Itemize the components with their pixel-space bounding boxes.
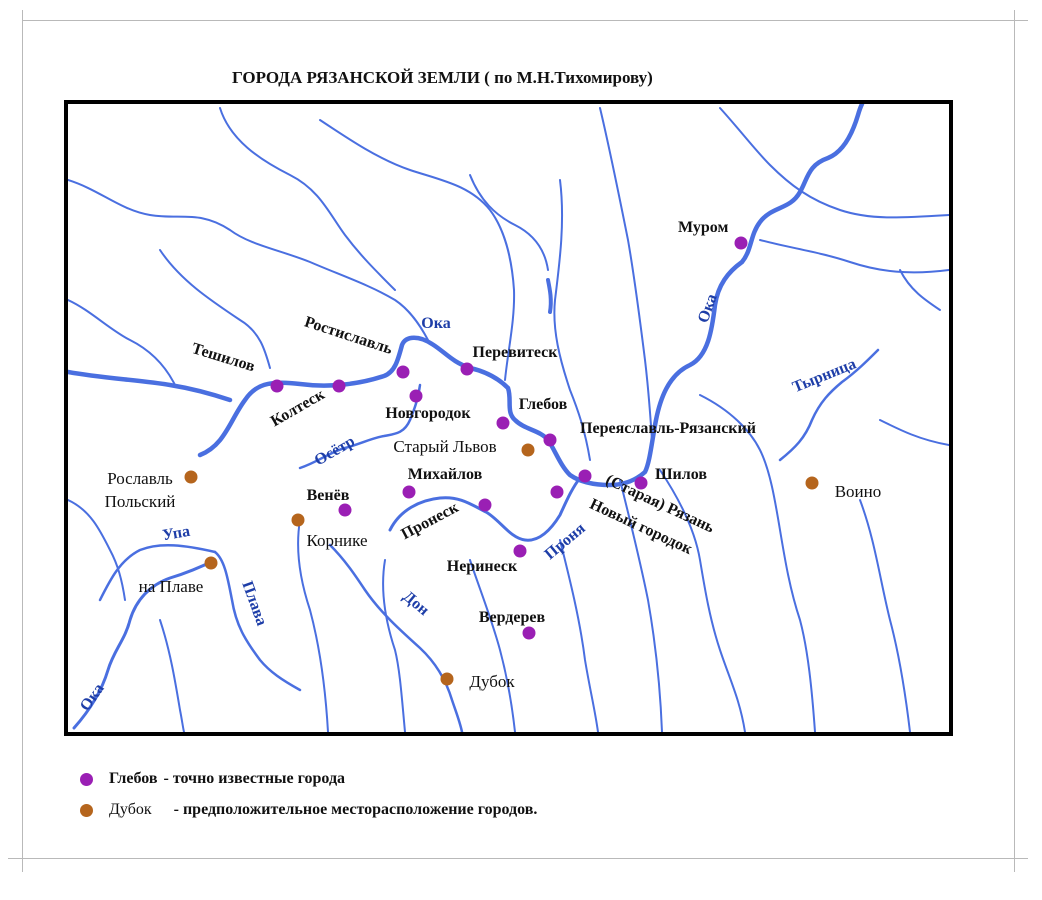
river-tributary: [659, 469, 746, 732]
river-pronya: [388, 476, 582, 542]
legend-probable-desc: - предположительное месторасположение го…: [173, 801, 538, 818]
crop-line-bottom: [8, 858, 1028, 859]
city-label: Воино: [835, 482, 882, 501]
crop-line-left: [22, 10, 23, 872]
city-label: Тешилов: [190, 340, 258, 375]
known-city-marker: [460, 362, 474, 376]
probable-city-marker: [805, 476, 819, 490]
river-tributary: [759, 239, 949, 274]
city-label: Корнике: [306, 531, 367, 550]
city-label: Венёв: [307, 487, 350, 504]
river-label: Плава: [238, 579, 270, 628]
city-label: Пронеск: [398, 499, 462, 544]
crop-line-right: [1014, 10, 1015, 872]
known-city-marker: [513, 544, 527, 558]
river-tyrnica: [778, 348, 880, 462]
river-tributary: [469, 174, 549, 271]
legend-probable-name: Дубок: [109, 801, 152, 818]
known-city-marker: [402, 485, 416, 499]
known-city-marker: [543, 433, 557, 447]
known-city-marker: [478, 498, 492, 512]
known-city-marker: [550, 485, 564, 499]
river-tributary: [68, 179, 429, 341]
river-tributary: [619, 479, 663, 732]
city-label: Глебов: [519, 396, 568, 413]
river-tributary: [699, 394, 816, 732]
river-tributary: [68, 299, 176, 386]
city-label: Михайлов: [408, 466, 483, 483]
known-city-marker: [396, 365, 410, 379]
known-city-marker: [496, 416, 510, 430]
map-frame: [64, 100, 953, 736]
river-osetr: [298, 383, 422, 470]
river-oka-sw: [72, 558, 217, 730]
river-tributary: [859, 499, 911, 732]
river-tributary: [68, 499, 126, 601]
legend-known-desc: - точно известные города: [163, 770, 346, 787]
river-label: Упа: [161, 523, 191, 545]
legend-known-name: Глебов: [109, 770, 158, 787]
river-tributary: [559, 539, 599, 732]
known-city-marker: [338, 503, 352, 517]
city-label: Шилов: [655, 466, 707, 483]
river-tributary: [599, 107, 653, 441]
city-label: Вердерев: [479, 609, 546, 626]
legend-row-known: Глебов - точно известные города: [80, 770, 345, 788]
known-city-marker: [578, 469, 592, 483]
city-label: Ростиславль: [302, 313, 395, 358]
probable-city-marker: [204, 556, 218, 570]
river-tributary: [159, 619, 185, 732]
river-label: Осётр: [312, 433, 358, 470]
river-upa: [98, 543, 217, 602]
river-tributary: [382, 559, 406, 732]
city-label: Старый Львов: [393, 437, 496, 456]
river-don: [328, 543, 464, 732]
legend-row-probable: Дубок - предположительное месторасположен…: [80, 801, 537, 819]
legend-known-marker: [80, 772, 93, 786]
river-tributary: [319, 119, 516, 381]
river-tributary: [469, 559, 516, 732]
river-label: Проня: [542, 520, 589, 564]
river-label: Ока: [695, 292, 721, 325]
city-label: Неринеск: [447, 558, 518, 575]
city-label: Переяславль-Рязанский: [580, 420, 756, 437]
city-label: Новгородок: [385, 405, 471, 422]
probable-city-marker: [291, 513, 305, 527]
map-title: ГОРОДА РЯЗАНСКОЙ ЗЕМЛИ ( по М.Н.Тихомиро…: [232, 68, 653, 87]
probable-city-marker: [184, 470, 198, 484]
known-city-marker: [522, 626, 536, 640]
river-network: [68, 104, 949, 732]
city-label: Муром: [678, 219, 728, 236]
crop-line-top: [22, 20, 1028, 21]
river-oka-lower: [68, 369, 233, 403]
river-oka-main: [197, 104, 865, 488]
river-tributary: [219, 107, 396, 291]
river-tributary: [719, 107, 949, 219]
known-city-marker: [634, 476, 648, 490]
known-city-marker: [270, 379, 284, 393]
city-label: Перевитеск: [473, 344, 559, 361]
river-tributary: [297, 519, 329, 732]
known-city-marker: [734, 236, 748, 250]
river-tributary: [879, 419, 949, 446]
river-tributary: [899, 269, 941, 311]
probable-city-marker: [440, 672, 454, 686]
known-city-marker: [409, 389, 423, 403]
river-lake: [546, 278, 553, 314]
legend-probable-marker: [80, 803, 93, 817]
river-tributary: [553, 179, 591, 461]
city-markers: [184, 236, 819, 686]
known-city-marker: [332, 379, 346, 393]
probable-city-marker: [521, 443, 535, 457]
river-label: Ока: [421, 315, 450, 332]
river-plava: [213, 550, 302, 692]
city-label: Дубок: [469, 672, 515, 691]
river-label: Дон: [400, 588, 433, 619]
city-label: на Плаве: [139, 577, 204, 596]
river-tributary: [159, 249, 271, 369]
